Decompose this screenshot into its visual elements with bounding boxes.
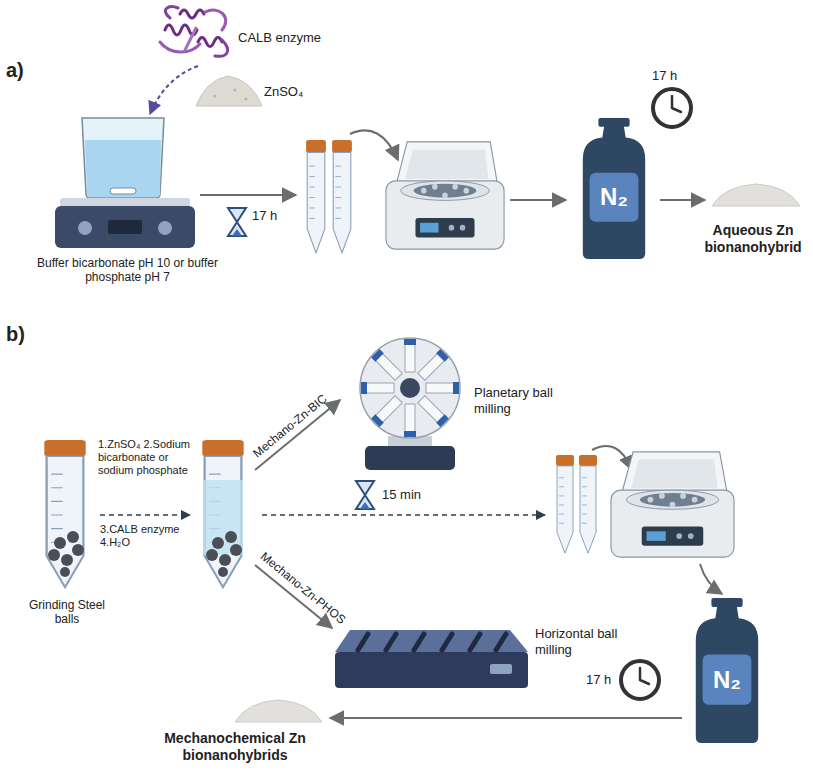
- reagent-label: CALB enzyme: [238, 30, 348, 46]
- time-label: 15 min: [382, 487, 442, 503]
- gas-symbol: N₂: [600, 183, 628, 211]
- stirrer-beaker: [55, 118, 195, 248]
- buffer-caption: Buffer bicarbonate pH 10 or buffer phosp…: [35, 256, 220, 285]
- tube: [556, 455, 574, 553]
- flow-arrow: [510, 199, 566, 201]
- route-label: Mechano-Zn-BIC: [239, 382, 341, 469]
- time-label: 17 h: [586, 672, 620, 688]
- flow-arrow: [330, 717, 682, 719]
- hourglass: [228, 208, 246, 236]
- time-label: 17 h: [252, 208, 292, 224]
- dashed-arrow: [100, 514, 190, 516]
- clock: [653, 89, 691, 127]
- horizontal-mill: [335, 630, 528, 688]
- powder-pile: [196, 76, 262, 106]
- planetary-mill: [360, 338, 460, 470]
- gas-tank: N₂: [688, 598, 766, 744]
- flow-arrow: [700, 564, 722, 594]
- flow-arrow: [592, 446, 632, 470]
- dashed-arrow: [150, 66, 198, 114]
- tube: [579, 455, 597, 553]
- tube: [306, 140, 326, 253]
- dashed-arrow: [262, 514, 545, 516]
- hourglass: [356, 481, 374, 509]
- flow-arrow: [200, 194, 296, 196]
- centrifuge: [386, 142, 504, 249]
- tube: [332, 140, 352, 253]
- tube-caption: Grinding Steel balls: [22, 598, 112, 627]
- machine-caption: Planetary ball milling: [474, 385, 556, 416]
- reagent-label: ZnSO₄: [264, 84, 324, 100]
- flow-arrow: [660, 199, 705, 201]
- centrifuge: [611, 452, 734, 557]
- machine-caption: Horizontal ball milling: [535, 626, 619, 657]
- tank-label: N₂: [590, 173, 639, 222]
- gas-tank: N₂: [575, 118, 653, 260]
- tank-label: N₂: [703, 654, 752, 704]
- gas-symbol: N₂: [713, 666, 741, 694]
- step-list: 1.ZnSO₄ 2.Sodium bicarbonate or sodium p…: [98, 438, 194, 478]
- time-label: 17 h: [652, 68, 696, 84]
- step-list: 3.CALB enzyme 4.H₂O: [100, 523, 196, 549]
- panel-letter: a): [6, 58, 46, 82]
- powder-pile: [235, 700, 322, 722]
- product-label: Aqueous Zn bionanohybrid: [700, 222, 806, 256]
- enzyme-ribbon: [160, 7, 228, 57]
- panel-letter: b): [6, 322, 46, 346]
- flow-arrow: [350, 130, 398, 160]
- product-label: Mechanochemical Zn bionanohybrids: [160, 730, 310, 764]
- grinding-tube: [44, 440, 85, 587]
- clock: [621, 661, 659, 699]
- powder-pile: [712, 184, 800, 206]
- filled-tube: [202, 440, 243, 587]
- route-label: Mechano-Zn-PHOS: [248, 541, 358, 634]
